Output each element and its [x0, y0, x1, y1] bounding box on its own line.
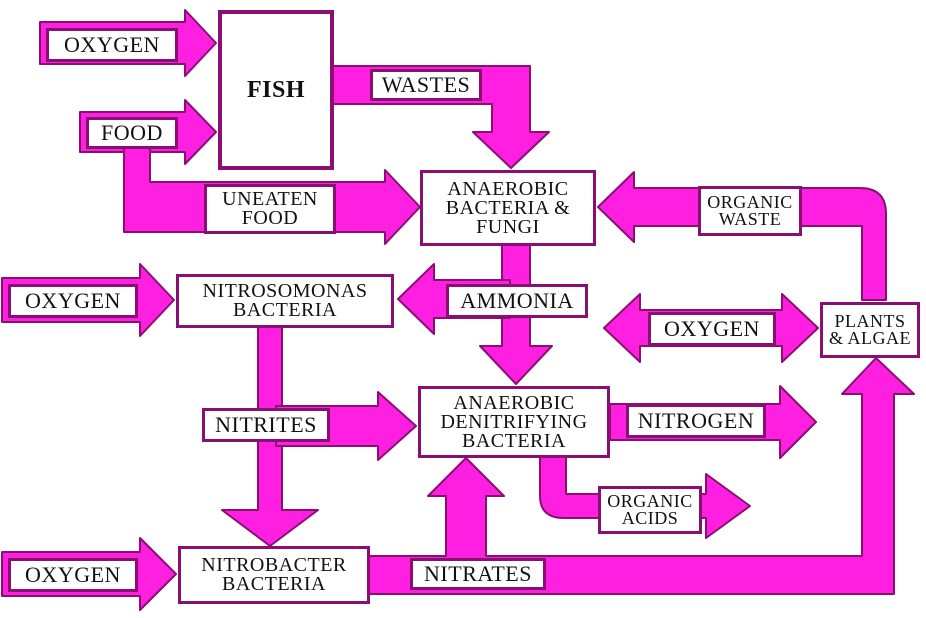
oxygen-label-nitrobacter: OXYGEN [8, 558, 138, 592]
nitrates-label: NITRATES [410, 558, 546, 590]
wastes-label: WASTES [370, 69, 482, 101]
oxygen-label-plants: OXYGEN [648, 312, 776, 346]
anaerobic-denitrifying-bacteria-box: ANAEROBIC DENITRIFYING BACTERIA [418, 386, 610, 458]
anaerobic-bacteria-fungi-box: ANAEROBIC BACTERIA & FUNGI [420, 170, 596, 246]
ammonia-label: AMMONIA [446, 284, 588, 318]
plants-algae-box: PLANTS & ALGAE [820, 302, 920, 358]
fish-box: FISH [218, 10, 334, 170]
nitrobacter-bacteria-box: NITROBACTER BACTERIA [178, 546, 370, 604]
oxygen-label-fish: OXYGEN [46, 28, 178, 62]
organic-waste-arrow [597, 171, 887, 301]
organic-acids-label: ORGANIC ACIDS [598, 486, 702, 534]
oxygen-label-nitrosomonas: OXYGEN [8, 284, 138, 318]
nitrogen-label: NITROGEN [626, 404, 766, 438]
organic-waste-label: ORGANIC WASTE [698, 186, 802, 236]
uneaten-food-label: UNEATEN FOOD [204, 184, 336, 234]
nitrosomonas-bacteria-box: NITROSOMONAS BACTERIA [176, 274, 394, 328]
food-label: FOOD [86, 117, 178, 149]
nitrites-label: NITRITES [202, 408, 330, 442]
